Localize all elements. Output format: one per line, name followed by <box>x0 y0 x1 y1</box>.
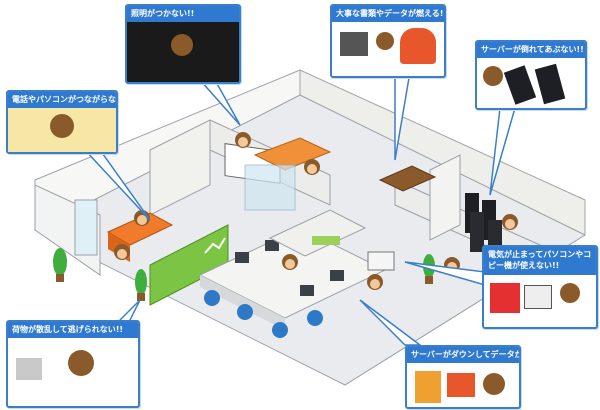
pc-icon <box>447 373 475 397</box>
desk-island-side <box>200 275 285 330</box>
potted-plant-icon <box>135 269 147 301</box>
partition-server-side <box>429 154 461 241</box>
callout-server-fall: サーバーが倒れてあぶない!! <box>475 40 587 110</box>
monkey-mascot-icon <box>483 66 503 86</box>
callout-server-down-title: サーバーがダウンしてデータが壊れた! <box>407 347 519 363</box>
monkey-mascot-icon <box>282 254 298 270</box>
fire-scene <box>332 22 444 76</box>
server-down-scene <box>407 363 519 407</box>
monkey-mascot-icon <box>114 244 130 260</box>
server-rack-icon <box>470 212 484 252</box>
window <box>74 199 98 256</box>
director-desk <box>378 165 437 192</box>
chair-2 <box>237 304 253 320</box>
copy-machine <box>367 251 395 271</box>
callout-documents: 大事な書類やデータが燃える!! <box>330 4 446 78</box>
pc-icon <box>524 285 552 309</box>
copy-machine-icon <box>490 283 520 313</box>
chair-3 <box>272 322 288 338</box>
scattered-items-scene <box>8 338 138 406</box>
monkey-mascot-icon <box>367 274 383 290</box>
dark-room-scene <box>127 22 239 82</box>
monkey-mascot-icon <box>376 32 394 50</box>
fire-icon <box>400 28 436 64</box>
callout-lighting-title: 照明がつかない!! <box>127 6 239 22</box>
monitor-1 <box>235 252 249 263</box>
monkey-mascot-icon <box>483 373 505 395</box>
callout-phone-pc: 電話やパソコンがつながらない!! <box>6 90 118 154</box>
callout-power: 電気が止まってパソコンやコピー機が使えない!! <box>482 245 598 329</box>
panel-chart-line <box>204 237 226 254</box>
partition-center <box>149 119 211 216</box>
back-wall-right <box>299 69 586 236</box>
power-outage-scene <box>484 275 596 327</box>
phone-scene <box>8 108 116 152</box>
monkey-mascot-icon <box>50 114 74 138</box>
chair-1 <box>204 290 220 306</box>
monkey-mascot-icon <box>560 283 580 303</box>
callout-pointers <box>83 71 516 346</box>
monitor-4 <box>330 270 344 281</box>
fallen-server-scene <box>477 58 585 108</box>
monkey-mascot-icon <box>171 34 193 56</box>
callout-escape-title: 荷物が散乱して逃げられない!! <box>8 322 138 338</box>
monitor-3 <box>300 285 314 296</box>
monkey-mascot-icon <box>502 214 518 230</box>
callout-phone-pc-title: 電話やパソコンがつながらない!! <box>8 92 116 108</box>
monkey-mascot-icon <box>235 132 251 148</box>
callout-documents-title: 大事な書類やデータが燃える!! <box>332 6 444 22</box>
box-icon <box>16 358 42 380</box>
chair-4 <box>307 310 323 326</box>
glass-wall <box>244 164 296 211</box>
broken-server-icon <box>415 371 441 403</box>
callout-escape: 荷物が散乱して逃げられない!! <box>6 320 140 408</box>
monkey-mascot-icon <box>68 350 94 376</box>
potted-plant-icon <box>53 248 67 282</box>
cabinet <box>268 209 367 257</box>
server-rack-icon <box>534 63 566 105</box>
monitor-2 <box>265 240 279 251</box>
server-rack-icon <box>503 65 537 105</box>
callout-lighting: 照明がつかない!! <box>125 4 241 84</box>
callout-power-title: 電気が止まってパソコンやコピー機が使えない!! <box>484 247 596 275</box>
server-rack-icon <box>340 32 368 56</box>
callout-server-down: サーバーがダウンしてデータが壊れた! <box>405 345 521 409</box>
binders <box>312 236 340 245</box>
monkey-mascot-icon <box>304 159 320 175</box>
callout-server-fall-title: サーバーが倒れてあぶない!! <box>477 42 585 58</box>
